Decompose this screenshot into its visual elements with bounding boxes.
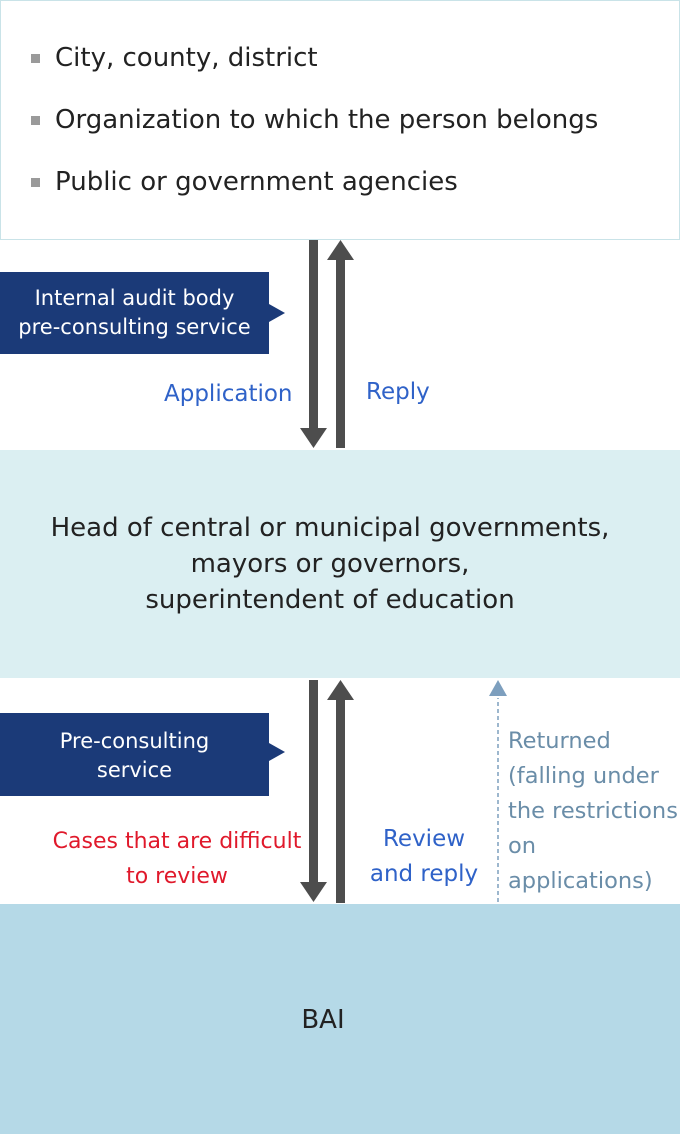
- difficult-cases-down-arrow: [300, 680, 327, 902]
- bai-label: BAI: [301, 1005, 345, 1035]
- reply-label: Reply: [366, 379, 430, 405]
- application-label: Application: [164, 381, 293, 407]
- internal-audit-tag: Internal audit body pre-consulting servi…: [0, 272, 269, 354]
- returned-dashed-up-arrow: [489, 680, 507, 902]
- square-bullet-icon: [31, 178, 40, 187]
- tag-pointer-icon: [269, 743, 285, 761]
- agency-types-box: City, county, district Organization to w…: [0, 0, 680, 240]
- pre-consulting-tag: Pre-consulting service: [0, 713, 269, 796]
- government-heads-box: Head of central or municipal governments…: [0, 450, 680, 678]
- review-reply-up-arrow: [327, 680, 354, 903]
- difficult-cases-label: Cases that are difficult to review: [52, 829, 302, 889]
- square-bullet-icon: [31, 116, 40, 125]
- bai-box: BAI: [0, 904, 680, 1134]
- tag-pointer-icon: [269, 304, 285, 322]
- square-bullet-icon: [31, 54, 40, 63]
- application-down-arrow: [300, 240, 327, 448]
- review-reply-label: Review and reply: [369, 826, 479, 887]
- reply-up-arrow: [327, 240, 354, 448]
- returned-label: Returned (falling under the restrictions…: [508, 728, 678, 894]
